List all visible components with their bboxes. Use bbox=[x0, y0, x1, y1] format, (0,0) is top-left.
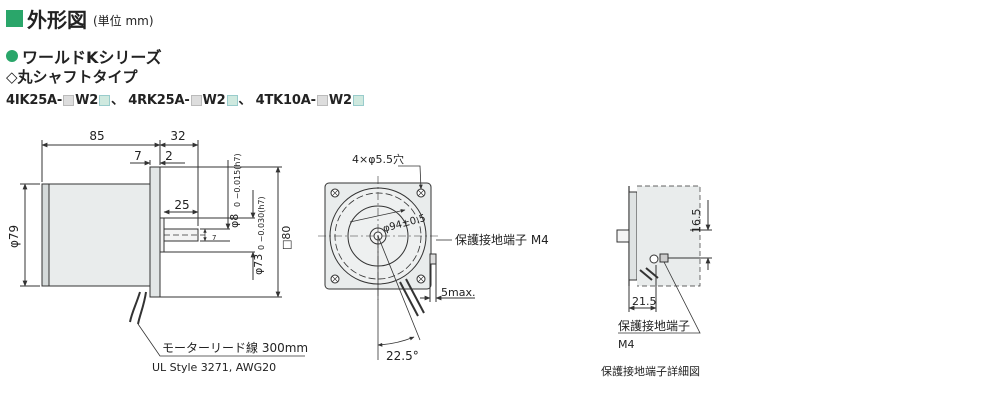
motor-end-cap bbox=[41, 183, 50, 287]
dim-sq80: □80 bbox=[280, 226, 293, 250]
side-view-labels: 85 32 7 2 25 φ79 φ8 0 −0.015(h7) φ73 0 −… bbox=[7, 129, 308, 374]
shaft-type-heading: ◇丸シャフトタイプ bbox=[6, 68, 138, 86]
header-square-icon bbox=[6, 10, 23, 27]
separator: 、 bbox=[238, 93, 252, 108]
dim-32: 32 bbox=[170, 129, 185, 143]
model-2: 4RK25A- bbox=[128, 93, 190, 108]
pilot bbox=[159, 217, 165, 253]
dim-16-5: 16.5 bbox=[690, 209, 703, 234]
front-view bbox=[318, 165, 475, 360]
dim-5max: 5max. bbox=[441, 286, 475, 299]
model-3: 4TK10A- bbox=[255, 93, 316, 108]
flange bbox=[149, 166, 161, 298]
series-title: ワールドKシリーズ bbox=[22, 48, 162, 67]
placeholder-box-icon bbox=[190, 95, 202, 106]
dim-phi8: φ8 bbox=[228, 214, 241, 228]
side-view bbox=[20, 140, 305, 357]
header: 外形図 (単位 mm) bbox=[6, 4, 154, 33]
placeholder-box-icon bbox=[63, 95, 75, 106]
page-title: 外形図 bbox=[27, 8, 87, 32]
detail-view-labels: 16.5 21.5 保護接地端子 M4 保護接地端子詳細図 bbox=[601, 209, 703, 379]
model-1-suffix: W2 bbox=[75, 93, 99, 108]
model-2-suffix: W2 bbox=[202, 93, 226, 108]
dim-2: 2 bbox=[165, 149, 173, 163]
detail-ground-label: 保護接地端子 bbox=[618, 318, 690, 333]
dim-25: 25 bbox=[174, 198, 189, 212]
tol-phi8: 0 −0.015(h7) bbox=[233, 153, 242, 207]
model-3-suffix: W2 bbox=[328, 93, 352, 108]
dim-85: 85 bbox=[89, 129, 104, 143]
ground-terminal-label: 保護接地端子 M4 bbox=[455, 232, 549, 247]
angle-label: 22.5° bbox=[386, 349, 419, 363]
placeholder-box-icon bbox=[352, 95, 364, 106]
dim-phi73: φ73 bbox=[252, 254, 265, 275]
dim-7: 7 bbox=[134, 149, 142, 163]
unit-label: (単位 mm) bbox=[93, 14, 154, 28]
mounting-holes bbox=[330, 188, 426, 284]
lead-wire-spec: UL Style 3271, AWG20 bbox=[152, 361, 276, 374]
placeholder-box-icon bbox=[99, 95, 111, 106]
tol-phi73: 0 −0.030(h7) bbox=[257, 196, 266, 250]
detail-ground-size: M4 bbox=[618, 338, 635, 351]
lead-wire-label: モーターリード線 300mm bbox=[162, 340, 308, 355]
holes-label: 4×φ5.5穴 bbox=[352, 152, 404, 166]
model-list: 4IK25A- W2 、 4RK25A- W2 、 4TK10A- W2 bbox=[6, 89, 365, 108]
series-dot-icon bbox=[6, 50, 18, 62]
placeholder-box-icon bbox=[226, 95, 238, 106]
dim-small-7: 7 bbox=[212, 234, 216, 242]
motor-body bbox=[41, 183, 151, 287]
detail-view bbox=[616, 185, 712, 334]
dim-21-5: 21.5 bbox=[632, 295, 657, 308]
placeholder-box-icon bbox=[316, 95, 328, 106]
model-1: 4IK25A- bbox=[6, 93, 63, 108]
series-heading: ワールドKシリーズ bbox=[6, 44, 162, 68]
detail-caption: 保護接地端子詳細図 bbox=[601, 364, 700, 378]
dim-phi79: φ79 bbox=[7, 225, 21, 248]
separator: 、 bbox=[111, 93, 124, 108]
